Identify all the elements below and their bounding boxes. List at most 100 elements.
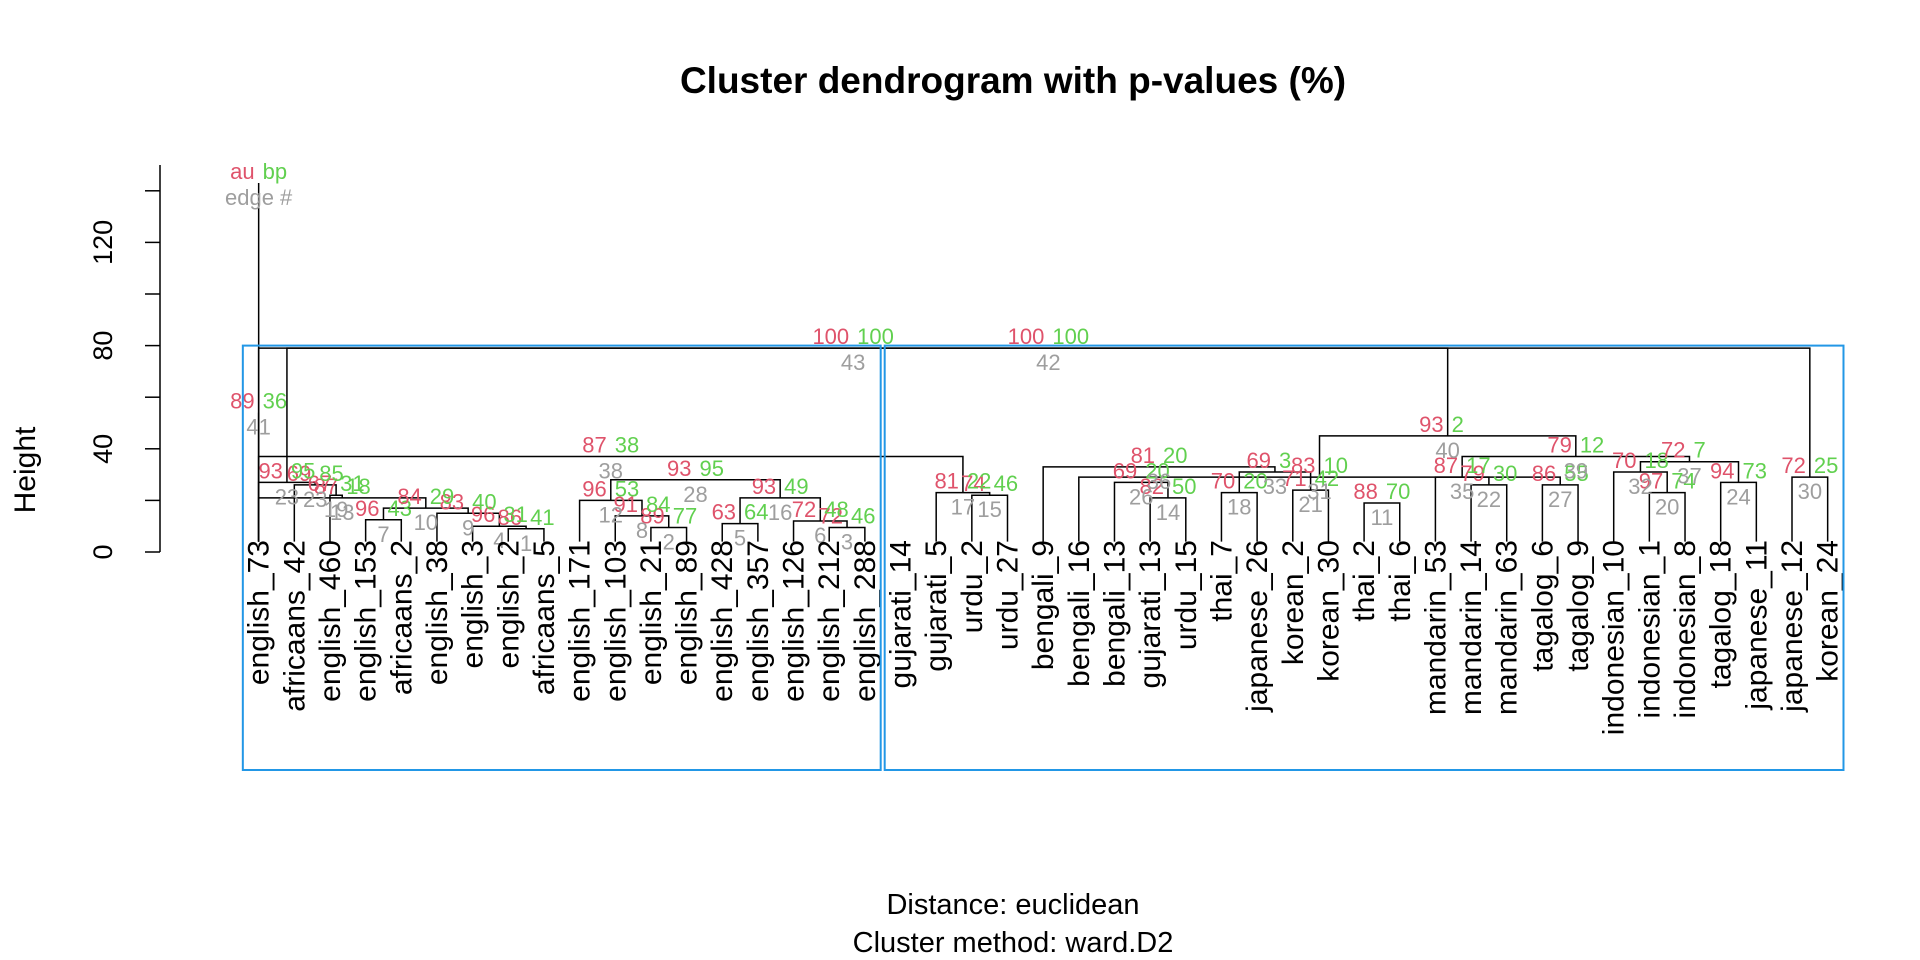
au-value: 84 — [397, 484, 421, 509]
leaf-label: bengali_9 — [1027, 540, 1060, 670]
au-value: 91 — [614, 492, 638, 517]
dendrogram-branch — [1113, 481, 1169, 542]
bp-value: 77 — [673, 503, 697, 528]
au-value: 71 — [1282, 466, 1306, 491]
leaf-label: thai_7 — [1205, 540, 1238, 622]
edge-number: 15 — [977, 497, 1001, 522]
bp-value: 25 — [1814, 453, 1838, 478]
dendrogram-branch — [1363, 502, 1401, 542]
leaf-label: bengali_13 — [1098, 540, 1131, 687]
leaf-label: indonesian_10 — [1598, 540, 1631, 735]
y-tick-label: 40 — [88, 434, 118, 464]
edge-number: 16 — [768, 500, 792, 525]
au-value: 88 — [1353, 479, 1377, 504]
au-value: 69 — [1113, 458, 1137, 483]
edge-number: 28 — [683, 482, 707, 507]
au-value: 96 — [355, 496, 379, 521]
edge-number: 1 — [520, 531, 532, 556]
edge-number: 7 — [377, 522, 389, 547]
leaf-label: english_428 — [706, 540, 739, 702]
edge-number: 37 — [1677, 464, 1701, 489]
bp-value: 74 — [1671, 469, 1695, 494]
edge-number: 21 — [1298, 492, 1322, 517]
leaf-label: english_288 — [849, 540, 882, 702]
leaf-label: mandarin_53 — [1419, 540, 1452, 715]
bp-value: 31 — [503, 502, 527, 527]
leaf-label: english_357 — [742, 540, 775, 702]
leaf-label: tagalog_9 — [1562, 540, 1595, 672]
leaf-label: africaans_42 — [278, 540, 311, 712]
edge-number: 26 — [1129, 484, 1153, 509]
au-value: 81 — [1131, 443, 1155, 468]
leaf-label: english_89 — [671, 540, 704, 685]
edge-number: 10 — [414, 510, 438, 535]
edge-number: 17 — [951, 495, 975, 520]
edge-number: 13 — [330, 500, 354, 525]
leaf-label: english_171 — [564, 540, 597, 702]
bp-value: 49 — [784, 474, 808, 499]
bp-value: 42 — [1315, 466, 1339, 491]
leaf-label: japanese_26 — [1241, 540, 1274, 713]
edge-number: 20 — [1655, 495, 1679, 520]
bp-value: 55 — [1564, 461, 1588, 486]
bp-value: 7 — [1693, 438, 1705, 463]
edge-number: 31 — [1307, 479, 1331, 504]
edge-number: 40 — [1435, 438, 1459, 463]
bp-value: 18 — [346, 474, 370, 499]
au-value: 97 — [1639, 469, 1663, 494]
edge-number: 14 — [1156, 500, 1180, 525]
leaf-label: english_103 — [599, 540, 632, 702]
au-value: 69 — [287, 461, 311, 486]
au-value: 96 — [471, 502, 495, 527]
bp-value: 29 — [430, 484, 454, 509]
leaf-label: indonesian_8 — [1669, 540, 1702, 719]
leaf-label: thai_6 — [1384, 540, 1417, 622]
leaf-label: thai_2 — [1348, 540, 1381, 622]
au-value: 69 — [1246, 448, 1270, 473]
leaf-label: english_73 — [243, 540, 276, 685]
leaf-label: english_126 — [778, 540, 811, 702]
bp-value: 10 — [1324, 453, 1348, 478]
au-value: 72 — [1661, 438, 1685, 463]
leaf-label: korean_2 — [1277, 540, 1310, 665]
au-value: 86 — [498, 505, 522, 530]
chart-title: Cluster dendrogram with p-values (%) — [680, 60, 1346, 101]
au-legend-label: au — [230, 159, 254, 184]
leaf-label: korean_30 — [1312, 540, 1345, 682]
edge-number: 22 — [1477, 487, 1501, 512]
leaf-label: english_153 — [350, 540, 383, 702]
cluster-rectangle — [241, 344, 882, 771]
edge-number: 23 — [275, 484, 299, 509]
cluster-rectangles — [241, 344, 1845, 771]
bp-value: 3 — [1279, 448, 1291, 473]
bp-value: 46 — [851, 503, 875, 528]
bp-value: 50 — [1172, 474, 1196, 499]
y-tick-label: 120 — [88, 220, 118, 265]
bp-value: 53 — [615, 476, 639, 501]
bp-value: 84 — [646, 492, 670, 517]
subtitle-method: Cluster method: ward.D2 — [853, 927, 1174, 959]
leaf-label: mandarin_63 — [1491, 540, 1524, 715]
y-tick-label: 80 — [88, 331, 118, 361]
leaf-label: japanese_11 — [1740, 540, 1773, 711]
bp-value: 43 — [387, 496, 411, 521]
edge-number: 39 — [1564, 459, 1588, 484]
leaf-label: africaans_5 — [528, 540, 561, 695]
y-axis: 0 40 80 120 — [88, 165, 161, 560]
edge-number: 18 — [1227, 495, 1251, 520]
edge-number: 41 — [246, 415, 270, 440]
au-value: 93 — [258, 458, 282, 483]
au-value: 72 — [819, 503, 843, 528]
leaf-label: gujarati_13 — [1134, 540, 1167, 688]
au-value: 63 — [712, 500, 736, 525]
y-tick-label: 0 — [88, 544, 118, 559]
edge-number: 9 — [462, 515, 474, 540]
leaf-label: urdu_2 — [956, 540, 989, 633]
leaf-label: africaans_2 — [385, 540, 418, 695]
leaf-label: gujarati_5 — [920, 540, 953, 672]
au-value: 89 — [640, 503, 664, 528]
au-value: 93 — [667, 456, 691, 481]
leaf-label: mandarin_14 — [1455, 540, 1488, 715]
